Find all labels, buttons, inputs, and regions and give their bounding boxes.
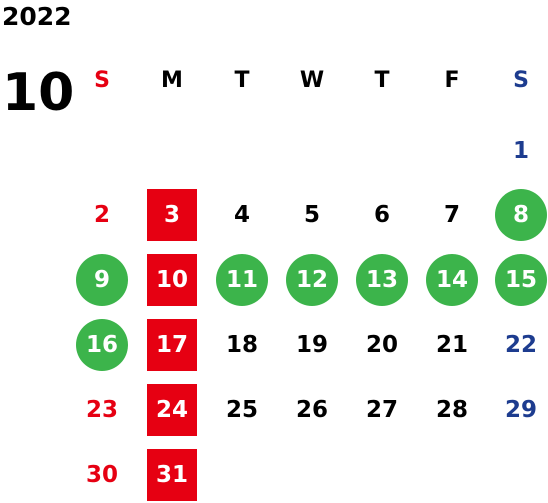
day-cell[interactable]: 15 [495,254,547,306]
weekday-header-saturday: S [513,68,529,93]
day-cell[interactable]: 27 [365,397,398,423]
weekday-header-monday: M [161,68,183,93]
year-label: 2022 [2,2,72,31]
weekday-header-wednesday: W [299,68,325,93]
day-cell[interactable]: 17 [147,319,197,371]
day-cell[interactable]: 31 [147,449,197,501]
day-cell[interactable]: 20 [365,332,398,358]
day-cell[interactable]: 7 [443,202,460,228]
day-cell[interactable]: 16 [76,319,128,371]
day-cell[interactable]: 21 [435,332,468,358]
day-cell[interactable]: 23 [85,397,118,423]
day-cell[interactable]: 24 [147,384,197,436]
month-label: 10 [2,63,75,123]
day-cell[interactable]: 6 [373,202,390,228]
weekday-header-friday: F [444,68,460,93]
day-cell[interactable]: 12 [286,254,338,306]
weekday-header-tuesday: T [234,68,250,93]
day-cell[interactable]: 5 [303,202,320,228]
day-cell[interactable]: 28 [435,397,468,423]
weekday-header-thursday: T [374,68,390,93]
day-cell[interactable]: 13 [356,254,408,306]
day-cell[interactable]: 1 [512,138,529,164]
day-cell[interactable]: 30 [85,462,118,488]
day-cell[interactable]: 18 [225,332,258,358]
day-cell[interactable]: 25 [225,397,258,423]
day-cell[interactable]: 8 [495,189,547,241]
day-cell[interactable]: 14 [426,254,478,306]
day-cell[interactable]: 10 [147,254,197,306]
day-cell[interactable]: 3 [147,189,197,241]
day-cell[interactable]: 29 [504,397,537,423]
day-cell[interactable]: 4 [233,202,250,228]
day-cell[interactable]: 22 [504,332,537,358]
weekday-header-sunday: S [94,68,110,93]
day-cell[interactable]: 26 [295,397,328,423]
day-cell[interactable]: 2 [93,202,110,228]
day-cell[interactable]: 9 [76,254,128,306]
day-cell[interactable]: 19 [295,332,328,358]
day-cell[interactable]: 11 [216,254,268,306]
